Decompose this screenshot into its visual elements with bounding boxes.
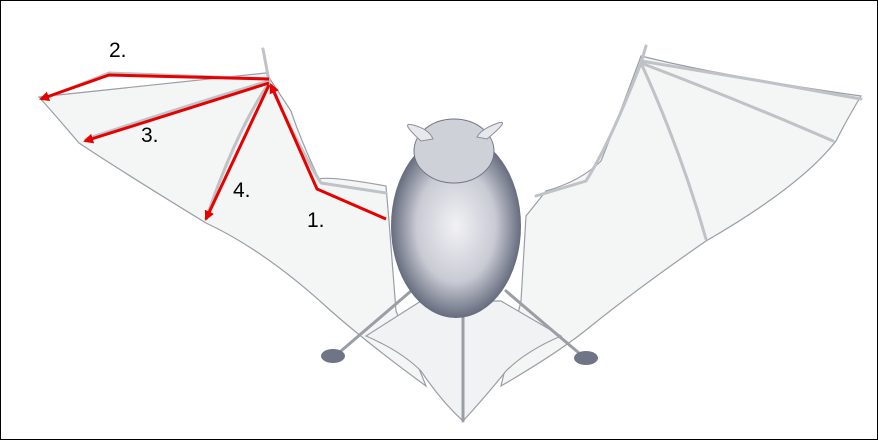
- left-wing-membrane: [39, 73, 426, 386]
- label-four: 4.: [233, 179, 251, 202]
- label-one: 1.: [307, 209, 325, 232]
- bat-head: [414, 119, 494, 183]
- label-two: 2.: [109, 39, 127, 62]
- label-three: 3.: [141, 124, 159, 147]
